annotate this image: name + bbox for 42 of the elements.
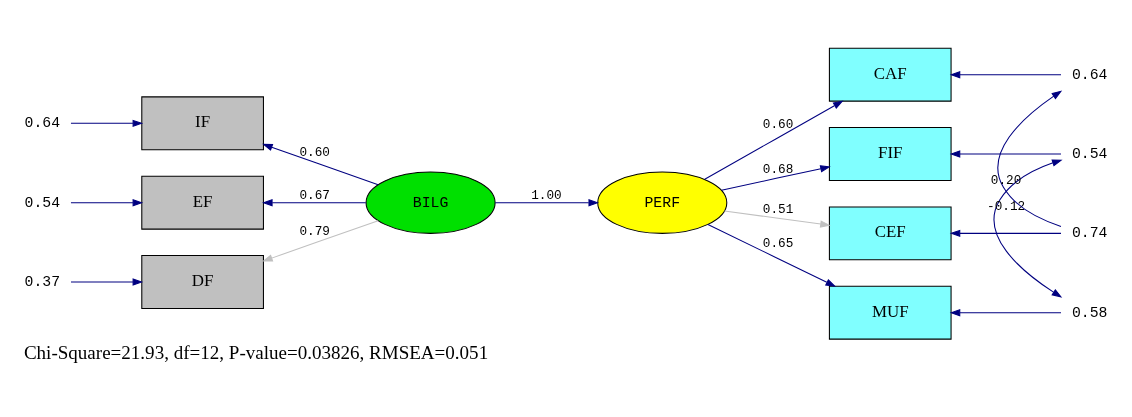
node-box: MUF (828, 285, 952, 340)
edge-label: 0.65 (762, 235, 794, 251)
node-box: FIF (828, 127, 952, 181)
edge-label: 0.68 (762, 161, 794, 177)
edge-label: 0.51 (762, 201, 794, 217)
arrow (70, 119, 144, 128)
arrow (704, 100, 844, 180)
node-text: 0.64 (24, 115, 61, 132)
node-box: CEF (828, 206, 952, 261)
node-ellipse: PERF (597, 171, 728, 234)
node-ellipse: BILG (365, 171, 496, 234)
node-text: 0.37 (24, 273, 61, 290)
arrow (993, 159, 1063, 298)
arrow (70, 198, 144, 207)
arrow (997, 90, 1063, 227)
edge-label: 0.67 (299, 188, 330, 204)
arrow (707, 223, 837, 287)
node-box: IF (141, 96, 264, 151)
node-text: 0.64 (1071, 66, 1108, 83)
edge-label: 1.00 (531, 188, 562, 204)
node-text: 0.58 (1071, 304, 1108, 321)
arrow (494, 198, 600, 207)
node-text: 0.54 (1071, 145, 1108, 162)
arrow (262, 220, 379, 262)
arrow (949, 150, 1062, 158)
arrow (949, 70, 1062, 79)
edge-label: 0.60 (299, 144, 330, 160)
edge-label: 0.60 (762, 117, 794, 133)
arrow (949, 309, 1062, 317)
node-text: 0.74 (1071, 225, 1108, 242)
arrow (949, 229, 1062, 238)
edge-label: 0.79 (299, 224, 330, 240)
arrow (262, 143, 379, 186)
arrow (723, 210, 831, 228)
node-box: EF (141, 175, 264, 230)
arrow (262, 198, 367, 207)
node-text: 0.54 (24, 194, 61, 211)
arrow (70, 278, 144, 286)
arrow (720, 165, 831, 191)
node-box: DF (141, 255, 264, 309)
node-box: CAF (828, 47, 952, 102)
caption: Chi-Square=21.93, df=12, P-value=0.03826, RMSEA=0.051 (23, 341, 489, 363)
